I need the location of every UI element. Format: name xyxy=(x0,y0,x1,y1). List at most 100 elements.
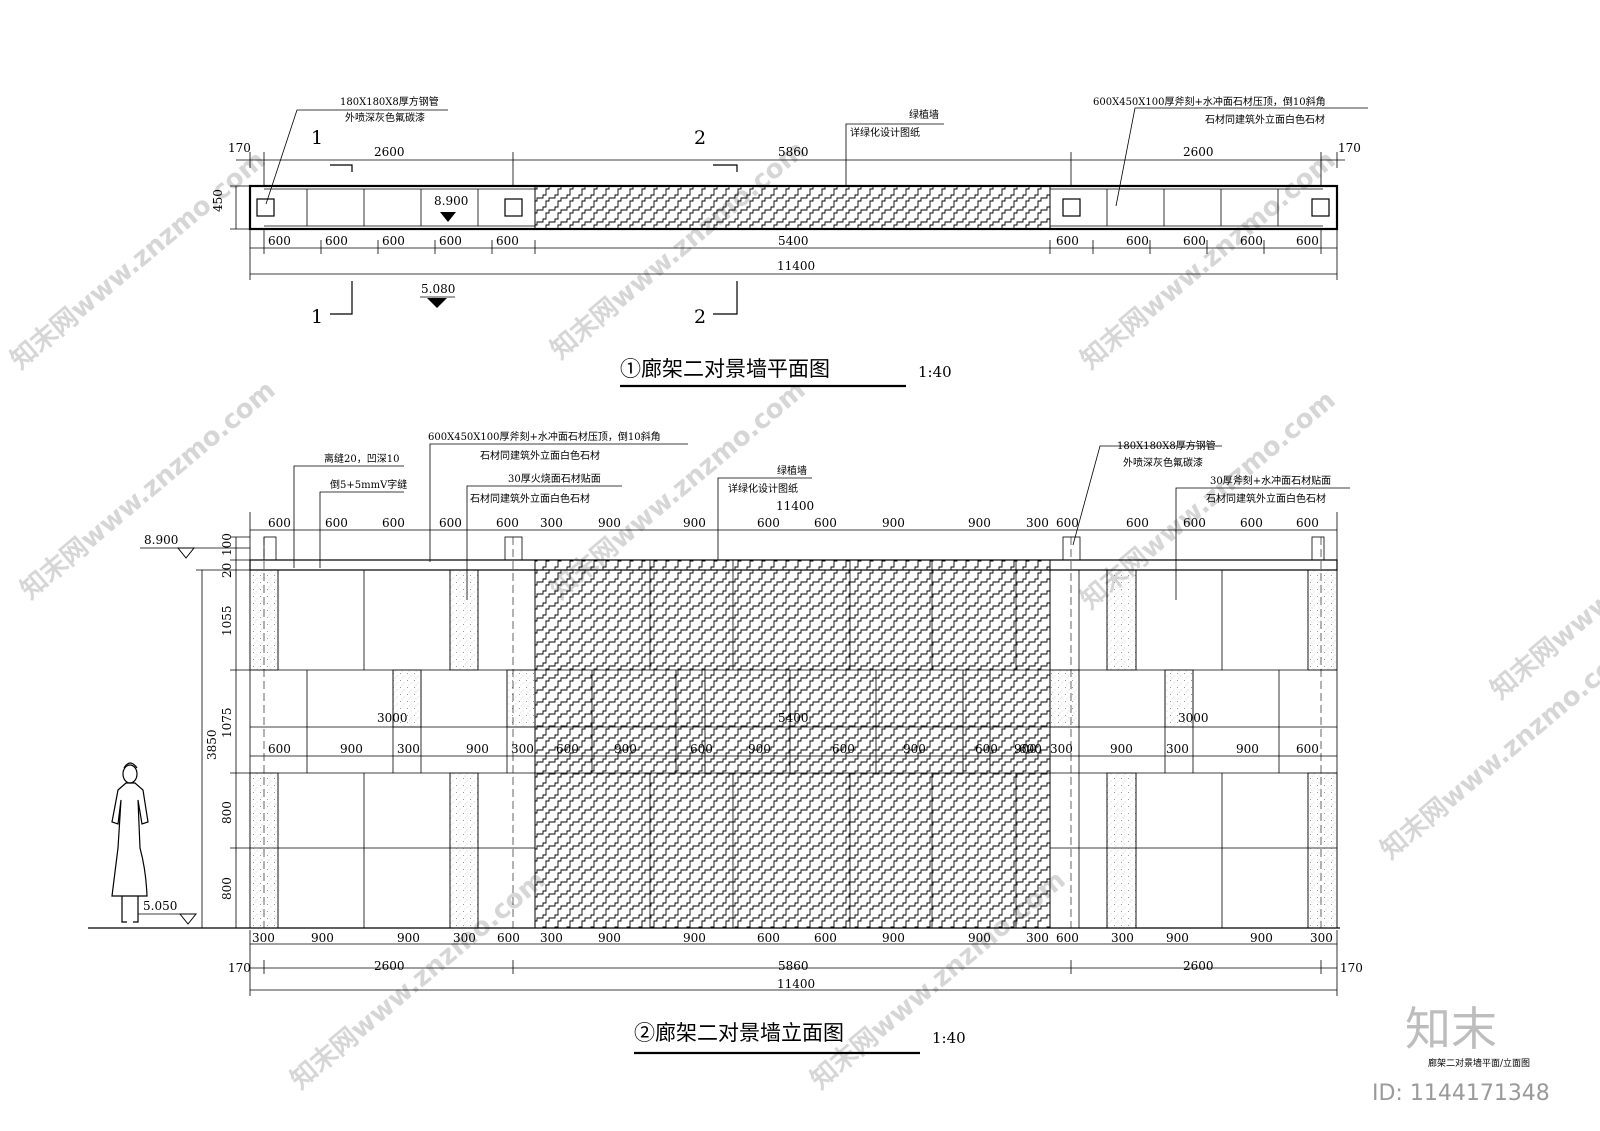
dim-elev-band: 900 xyxy=(1014,742,1037,756)
dim-elev-band: 900 xyxy=(466,742,489,756)
dim-elev-vertical: 1075 xyxy=(220,707,234,738)
dim-elev-band: 600 xyxy=(268,742,291,756)
dim-elev-bottom: 300 xyxy=(453,931,476,945)
callout-pipe-2: 外喷深灰色氟碳漆 xyxy=(1123,456,1203,469)
dim-elev-vertical: 800 xyxy=(220,801,234,824)
dim-elev-bottom: 600 xyxy=(1056,931,1079,945)
dim-elev-top: 300 xyxy=(540,516,563,530)
dim-plan-top: 2600 xyxy=(1183,145,1214,159)
callout-green-1: 绿植墙 xyxy=(777,464,807,477)
callout-plan-cap-2: 石材同建筑外立面白色石材 xyxy=(1205,113,1325,126)
dim-elev-top-total: 11400 xyxy=(776,499,814,513)
dim-plan-top: 170 xyxy=(1338,141,1361,155)
dim-plan-segment: 600 xyxy=(268,234,291,248)
dim-elev-overall: 170 xyxy=(228,961,251,975)
callout-plan-green-1: 绿植墙 xyxy=(909,108,939,121)
dim-elev-top: 600 xyxy=(439,516,462,530)
plan-elevation-ground: 5.080 xyxy=(421,282,455,296)
section-mark: 2 xyxy=(694,306,706,328)
plan-title: ①廊架二对景墙平面图 xyxy=(620,357,830,381)
callout-plan-pipe-1: 180X180X8厚方钢管 xyxy=(340,95,439,108)
dim-elev-top: 600 xyxy=(1126,516,1149,530)
dim-elev-band: 600 xyxy=(832,742,855,756)
elevation-scale: 1:40 xyxy=(932,1029,966,1047)
stamp: 知末 廊架二对景墙平面/立面图 ID: 1144171348 xyxy=(1372,1002,1550,1106)
dim-elev-top: 900 xyxy=(882,516,905,530)
dim-elev-bottom: 900 xyxy=(1250,931,1273,945)
dim-plan-segment: 5400 xyxy=(778,234,809,248)
dim-elev-overall: 5860 xyxy=(778,959,809,973)
dim-elev-top: 600 xyxy=(1056,516,1079,530)
dim-elev-top: 300 xyxy=(1026,516,1049,530)
dim-elev-bottom: 900 xyxy=(1166,931,1189,945)
dim-elev-total: 11400 xyxy=(777,977,815,991)
dim-elev-top: 600 xyxy=(496,516,519,530)
band-width: 3000 xyxy=(1178,711,1209,725)
dim-elev-top: 900 xyxy=(968,516,991,530)
dim-elev-vertical: 100 xyxy=(220,533,234,556)
callout-axe-2: 石材同建筑外立面白色石材 xyxy=(1206,492,1326,505)
dim-elev-band: 900 xyxy=(1236,742,1259,756)
dim-elev-bottom: 600 xyxy=(497,931,520,945)
plan-view: 8.900 5.080 1 1 2 2 170 2600 5860 2600 1… xyxy=(211,95,1368,388)
dim-plan-segment: 600 xyxy=(1240,234,1263,248)
dim-elev-bottom: 900 xyxy=(598,931,621,945)
level-top: 8.900 xyxy=(144,533,178,547)
callout-cladding-1: 30厚火烧面石材贴面 xyxy=(508,472,601,485)
level-ground: 5.050 xyxy=(143,899,177,913)
callout-pipe-1: 180X180X8厚方钢管 xyxy=(1117,439,1216,452)
watermark-text: 知末网www.znzmo.com xyxy=(1075,145,1341,375)
id-text: ID: 1144171348 xyxy=(1372,1081,1550,1106)
dim-elev-band: 600 xyxy=(556,742,579,756)
dim-elev-overall: 170 xyxy=(1340,961,1363,975)
callout-plan-green-2: 详绿化设计图纸 xyxy=(850,126,920,139)
elevation-view: 11400 6006006006006003009009006006009009… xyxy=(88,430,1363,1055)
section-mark: 1 xyxy=(311,306,323,328)
dim-elev-bottom: 300 xyxy=(1310,931,1333,945)
dim-elev-overall: 2600 xyxy=(374,959,405,973)
dim-elev-bottom: 600 xyxy=(814,931,837,945)
sheet-note: 廊架二对景墙平面/立面图 xyxy=(1428,1057,1530,1069)
dim-plan-top: 5860 xyxy=(778,145,809,159)
plan-elevation-top: 8.900 xyxy=(434,194,468,208)
band-width: 5400 xyxy=(778,711,809,725)
dim-elev-bottom: 900 xyxy=(683,931,706,945)
dim-elev-band: 900 xyxy=(748,742,771,756)
dim-elev-vertical: 20 xyxy=(220,563,234,578)
dim-elev-band: 900 xyxy=(1110,742,1133,756)
watermark-text: 知末网www.znzmo.com xyxy=(545,135,811,365)
dim-elev-bottom: 900 xyxy=(311,931,334,945)
dim-plan-segment: 600 xyxy=(382,234,405,248)
dim-elev-top: 900 xyxy=(683,516,706,530)
dim-elev-bottom: 300 xyxy=(252,931,275,945)
dim-elev-band: 900 xyxy=(903,742,926,756)
elevation-title: ②廊架二对景墙立面图 xyxy=(634,1021,844,1045)
dim-plan-top: 170 xyxy=(228,141,251,155)
dim-elev-band: 600 xyxy=(690,742,713,756)
dim-elev-bottom: 600 xyxy=(757,931,780,945)
callout-cladding-2: 石材同建筑外立面白色石材 xyxy=(470,492,590,505)
watermark-text: 知末网www.znzmo.com xyxy=(1375,635,1600,865)
dim-elev-top: 600 xyxy=(268,516,291,530)
watermark-text: 知末网www.znzmo.com xyxy=(15,375,281,605)
dim-elev-band: 600 xyxy=(975,742,998,756)
watermark-text: 知末网www.znzmo.com xyxy=(285,865,551,1095)
dim-elev-top: 600 xyxy=(757,516,780,530)
dim-elev-top: 600 xyxy=(1183,516,1206,530)
dim-elev-vertical-total: 3850 xyxy=(205,729,219,760)
callout-axe-1: 30厚斧刻+水冲面石材贴面 xyxy=(1210,474,1331,487)
brand-logo: 知末 xyxy=(1405,1002,1497,1056)
callout-cap-2: 石材同建筑外立面白色石材 xyxy=(480,449,600,462)
section-mark: 2 xyxy=(694,127,706,149)
dim-elev-band: 300 xyxy=(1050,742,1073,756)
plan-scale: 1:40 xyxy=(918,363,952,381)
dim-elev-bottom: 900 xyxy=(882,931,905,945)
callout-cap-1: 600X450X100厚斧刻+水冲面石材压顶，倒10斜角 xyxy=(428,430,661,443)
dim-elev-band: 600 xyxy=(1296,742,1319,756)
dim-plan-segment: 600 xyxy=(1183,234,1206,248)
dim-elev-band: 900 xyxy=(340,742,363,756)
dim-plan-segment: 600 xyxy=(439,234,462,248)
callout-green-2: 详绿化设计图纸 xyxy=(728,482,798,495)
dim-elev-band: 600 xyxy=(1019,742,1042,756)
